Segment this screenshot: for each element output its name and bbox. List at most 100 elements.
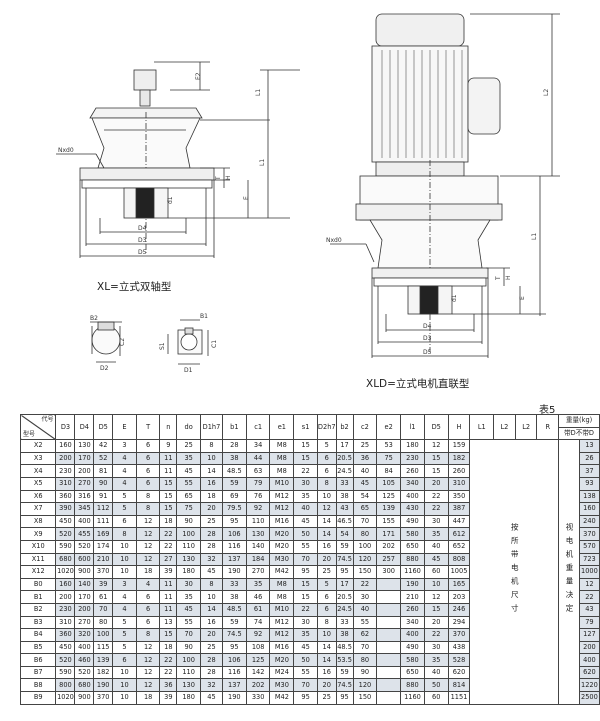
value-cell: 680 <box>74 678 95 693</box>
value-cell: 45 <box>293 640 318 655</box>
value-cell: M8 <box>269 464 295 478</box>
value-cell: 75 <box>176 502 202 516</box>
value-cell: 620 <box>447 665 471 680</box>
value-cell: 22 <box>293 602 318 617</box>
value-cell: 520 <box>55 527 76 541</box>
value-cell: 14 <box>316 527 337 541</box>
value-cell: 40 <box>352 464 378 478</box>
value-cell: 12 <box>135 514 161 529</box>
dim-c2: C2 <box>119 338 126 346</box>
value-cell: 33 <box>335 615 354 630</box>
value-cell: 30 <box>423 514 449 529</box>
table-header-cell: c2 <box>352 413 378 441</box>
xld-reducer-drawing <box>330 13 560 358</box>
dim-nxd0-left: Nxd0 <box>58 147 74 154</box>
value-cell: 652 <box>447 539 471 554</box>
value-cell: 15 <box>423 464 449 478</box>
table-header-cell: D3 <box>55 413 76 441</box>
value-cell: 520 <box>74 539 95 554</box>
value-cell: 46 <box>245 590 271 604</box>
value-cell: 24.5 <box>335 464 354 478</box>
value-cell: 8 <box>200 577 223 592</box>
value-cell: 310 <box>55 476 76 491</box>
value-cell: 84 <box>376 464 402 478</box>
model-cell: X8 <box>19 514 57 529</box>
model-cell: X10 <box>19 539 57 554</box>
dim-e2-left: E2 <box>195 72 202 80</box>
value-cell: 6 <box>135 590 161 604</box>
value-cell: 12 <box>316 502 337 516</box>
model-cell: B2 <box>19 602 57 617</box>
corner-model-label: 型号 <box>23 431 36 439</box>
value-cell: 50 <box>293 527 318 541</box>
value-cell: 65 <box>176 489 202 504</box>
value-cell: 140 <box>74 577 95 592</box>
value-cell: 35 <box>293 489 318 504</box>
value-cell: 260 <box>447 464 471 478</box>
value-cell: 590 <box>55 665 76 680</box>
value-cell: 5 <box>112 640 137 655</box>
value-cell: 25 <box>316 691 337 705</box>
value-cell: 200 <box>74 602 95 617</box>
value-cell: 140 <box>245 539 271 554</box>
model-cell: X4 <box>19 464 57 478</box>
value-cell: 1160 <box>400 565 425 579</box>
value-cell: 490 <box>400 640 425 655</box>
value-cell: 63 <box>245 464 271 478</box>
value-cell: 5 <box>112 502 137 516</box>
value-cell: 202 <box>376 539 402 554</box>
dim-d5-right: D5 <box>423 349 432 356</box>
value-cell <box>376 615 402 630</box>
value-cell: 80 <box>352 527 378 541</box>
value-cell: 22 <box>423 628 449 642</box>
table-corner-cell: 代号型号 <box>19 413 57 441</box>
key-detail-drawings <box>90 319 209 365</box>
value-cell: 35 <box>423 653 449 667</box>
motor-weight-note-cell: 视电机重量决定 <box>558 439 580 705</box>
table-header-cell: e1 <box>269 413 295 441</box>
dim-l1-left-upper: L1 <box>255 89 262 96</box>
model-cell: B9 <box>19 691 57 705</box>
value-cell: 6 <box>135 476 161 491</box>
value-cell: 15 <box>159 476 178 491</box>
value-cell: 10 <box>316 628 337 642</box>
value-cell: 18 <box>159 514 178 529</box>
value-cell: 900 <box>74 565 95 579</box>
value-cell: 170 <box>74 590 95 604</box>
value-cell: 90 <box>93 476 114 491</box>
value-cell: 294 <box>447 615 471 630</box>
weight-header-cell: 重量(kg) <box>558 414 600 428</box>
value-cell: 10 <box>200 451 223 466</box>
model-cell: B4 <box>19 628 57 642</box>
value-cell: 12 <box>135 665 161 680</box>
model-cell: B8 <box>19 678 57 693</box>
dim-l1-right: L1 <box>531 233 538 240</box>
value-cell: 460 <box>74 653 95 667</box>
value-cell: 300 <box>376 565 402 579</box>
value-cell: 580 <box>400 653 425 667</box>
value-cell: 6 <box>135 464 161 478</box>
value-cell: 8 <box>316 476 337 491</box>
dim-nxd0-right: Nxd0 <box>326 237 342 244</box>
value-cell: 5 <box>316 439 337 453</box>
value-cell: 12 <box>135 678 161 693</box>
value-cell: 370 <box>93 691 114 705</box>
value-cell: 46.5 <box>335 514 354 529</box>
value-cell: 15 <box>423 451 449 466</box>
value-cell: 39 <box>93 577 114 592</box>
value-cell: 32 <box>200 678 223 693</box>
corner-code-label: 代号 <box>41 416 54 423</box>
dim-h-right: H <box>505 275 512 280</box>
value-cell: 4 <box>112 451 137 466</box>
value-cell: 180 <box>400 439 425 453</box>
value-cell: 14 <box>200 464 223 478</box>
value-cell: 12 <box>135 539 161 554</box>
value-cell: 53 <box>376 439 402 453</box>
dim-d3-left: D3 <box>138 237 147 244</box>
value-cell: 92 <box>245 628 271 642</box>
